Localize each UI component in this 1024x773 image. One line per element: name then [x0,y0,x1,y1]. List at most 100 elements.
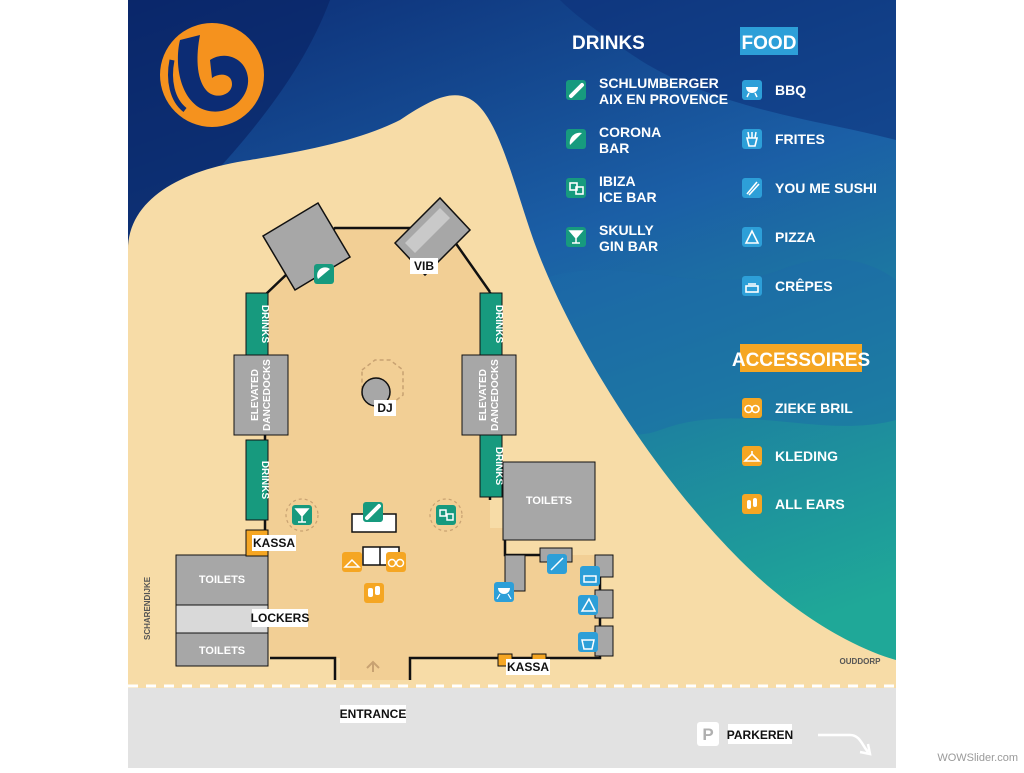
map-icon-ibiza-ice [429,498,463,532]
map-icon-pizza [578,595,598,615]
legend-item: CRÊPES [742,276,833,296]
legend-item: BBQ [742,80,806,100]
elevated-left-line2: DANCEDOCKS [262,359,273,431]
dj-text: DJ [377,401,392,415]
map-icon-frites [578,632,598,652]
legend-item-label: FRITES [775,131,825,147]
lockers-text: LOCKERS [251,611,310,625]
cocktail-glass-icon [566,227,586,247]
parking-arrow-icon [818,733,872,756]
drinks-strip-left-bottom: DRINKS [245,439,270,521]
brand-logo [160,23,264,127]
hanger-icon [742,446,762,466]
kassa-left: KASSA [245,529,296,557]
legend-item-label: YOU ME SUSHI [775,180,877,196]
legend-item-line1: IBIZA [599,173,636,189]
legend-item: ZIEKE BRIL [742,398,853,418]
legend-item-line1: SCHLUMBERGER [599,75,719,91]
sea-wave-top-right [560,0,896,140]
map-icon-skully-gin [285,498,319,532]
drinks-strip-right-bottom: DRINKS [479,434,504,498]
legend-item-line2: ICE BAR [599,189,657,205]
map-icon-zieke-bril [386,552,406,572]
watermark: WOWSlider.com [937,752,1018,764]
pizza-slice-icon [742,227,762,247]
map-icon-schlumberger [363,502,383,522]
fries-icon [742,129,762,149]
legend-item-line1: SKULLY [599,222,654,238]
legend-item-label: ALL EARS [775,496,845,512]
legend-item: KLEDING [742,446,838,466]
map-icon-crepes [580,566,600,586]
drinks-strip-left-top: DRINKS [245,292,270,356]
toilets-left-top-text: TOILETS [199,574,245,586]
legend-item-label: ZIEKE BRIL [775,400,853,416]
map-icon-bbq [494,582,514,602]
bbq-grill-icon [742,80,762,100]
legend-item-label: PIZZA [775,229,815,245]
road-left-label: SCHARENDIJKE [143,576,152,640]
sunglasses-icon [742,398,762,418]
parking-icon [697,722,719,746]
parking-letter: P [702,725,713,744]
earplugs-icon [742,494,762,514]
map-icon-all-ears [364,583,384,603]
drinks-strip-left-top-text: DRINKS [259,305,270,344]
toilets-left-top: TOILETS [175,554,269,606]
road-right-label: OUDDORP [840,657,882,666]
legend-item-label: KLEDING [775,448,838,464]
toilets-right-text: TOILETS [526,495,572,507]
legend-food-badge [740,27,798,55]
chopsticks-icon [742,178,762,198]
legend-item-label: CRÊPES [775,277,833,294]
elevated-dancedocks-right: ELEVATED DANCEDOCKS [461,354,517,436]
elevated-right-line1: ELEVATED [478,369,489,421]
toilets-right: TOILETS [502,461,596,541]
drinks-strip-right-top-text: DRINKS [493,305,504,344]
legend-drinks-title: DRINKS [572,33,645,54]
parking: P PARKEREN [697,722,872,756]
toilets-left-bottom: TOILETS [175,632,269,667]
drinks-strip-right-top: DRINKS [479,292,504,356]
map-icon-kleding [342,552,362,572]
legend-item: YOU ME SUSHI [742,178,877,198]
legend-item-label: BBQ [775,82,806,98]
ice-cubes-icon [566,178,586,198]
lime-slice-icon [566,129,586,149]
legend-item-line2: GIN BAR [599,238,658,254]
legend-item: ALL EARS [742,494,845,514]
vib-text: VIB [414,259,434,273]
legend-accessories-title: ACCESSOIRES [732,350,870,371]
elevated-right-line2: DANCEDOCKS [490,359,501,431]
legend-food-list: BBQ FRITES YOU ME SUSHI PIZZA CRÊPES [742,80,877,296]
drinks-strip-left-bottom-text: DRINKS [259,461,270,500]
entrance-arrow-icon [366,660,380,672]
parking-text: PARKEREN [727,728,793,742]
kassa-left-text: KASSA [253,536,295,550]
legend-item: PIZZA [742,227,815,247]
legend-food-title: FOOD [742,33,797,54]
legend-item-line1: CORONA [599,124,661,140]
legend-accessories-list: ZIEKE BRIL KLEDING ALL EARS [742,398,853,514]
kassa-right-text: KASSA [507,660,549,674]
entrance: ENTRANCE [340,660,407,723]
legend-item-line2: AIX EN PROVENCE [599,91,728,107]
entrance-text: ENTRANCE [340,707,407,721]
vib-label: VIB [410,258,438,274]
champagne-bottle-icon [566,80,586,100]
sea-wave-mid [540,259,896,435]
elevated-dancedocks-left: ELEVATED DANCEDOCKS [233,354,289,436]
legend-item: FRITES [742,129,825,149]
dj-booth: DJ [361,359,404,416]
crepe-icon [742,276,762,296]
map-icon-corona [314,264,334,284]
elevated-left-line1: ELEVATED [250,369,261,421]
map-icon-sushi [547,554,567,574]
